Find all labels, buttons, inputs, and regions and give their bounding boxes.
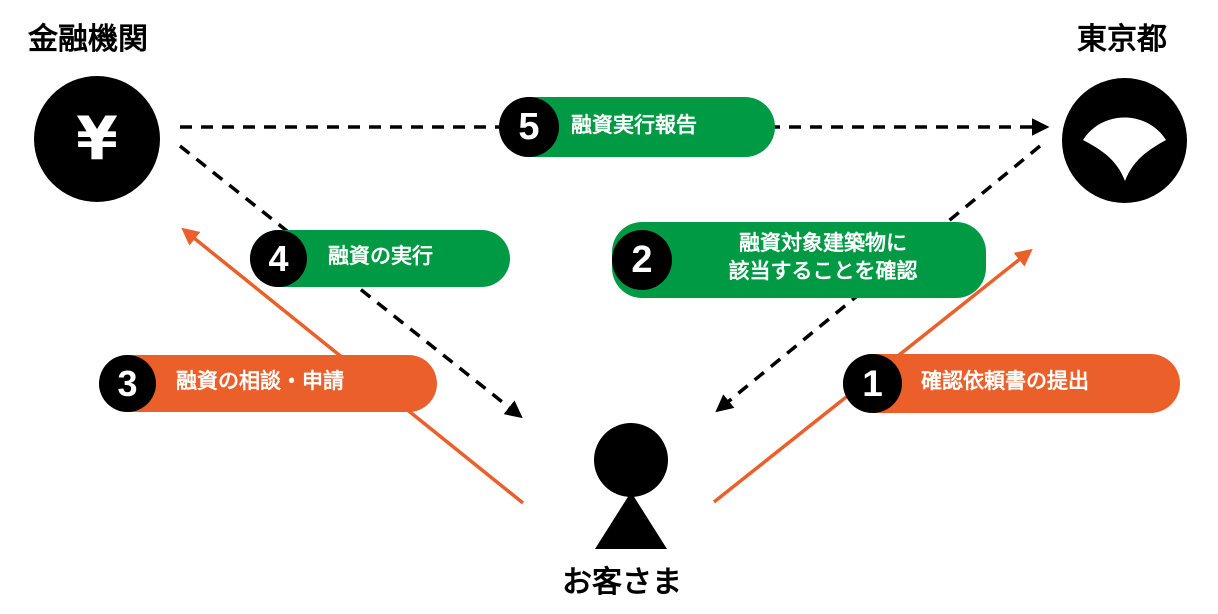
- step-5-line-1: 融資実行報告: [571, 113, 697, 137]
- step-4-line-1: 融資の実行: [328, 244, 433, 268]
- step-5-text: 融資実行報告: [571, 112, 697, 140]
- step-3-number: 3: [99, 355, 156, 412]
- step-5-badge: 5 融資実行報告: [499, 97, 775, 157]
- step-4-text: 融資の実行: [328, 243, 433, 271]
- step-3-text: 融資の相談・申請: [176, 368, 344, 396]
- step-3-line-1: 融資の相談・申請: [176, 369, 344, 393]
- step-4-number: 4: [250, 230, 307, 287]
- step-2-line-1: 融資対象建築物に: [739, 231, 907, 255]
- ginkgo-leaf-icon: [1083, 117, 1166, 181]
- customer-label: お客さま: [562, 565, 682, 600]
- person-icon: [594, 423, 668, 549]
- step-1-text: 確認依頼書の提出: [921, 368, 1089, 396]
- step-1-number: 1: [843, 354, 902, 413]
- step-2-text: 融資対象建築物に 該当することを確認: [682, 230, 964, 285]
- step-1-badge: 1 確認依頼書の提出: [843, 354, 1180, 413]
- step-1-line-1: 確認依頼書の提出: [921, 369, 1089, 393]
- step-3-badge: 3 融資の相談・申請: [99, 355, 437, 412]
- bank-label: 金融機関: [28, 22, 148, 57]
- step-4-badge: 4 融資の実行: [250, 230, 510, 287]
- tokyo-metropolitan-emblem-icon: [1062, 78, 1187, 203]
- step-2-line-2: 該当することを確認: [728, 258, 918, 283]
- step-5-number: 5: [499, 97, 559, 157]
- yen-icon: ¥: [34, 76, 160, 202]
- arrow-step-2: [715, 144, 1042, 413]
- step-2-badge: 2 融資対象建築物に 該当することを確認: [612, 222, 986, 298]
- step-2-number: 2: [612, 230, 672, 290]
- tokyo-label: 東京都: [1077, 22, 1167, 57]
- yen-symbol: ¥: [76, 104, 118, 174]
